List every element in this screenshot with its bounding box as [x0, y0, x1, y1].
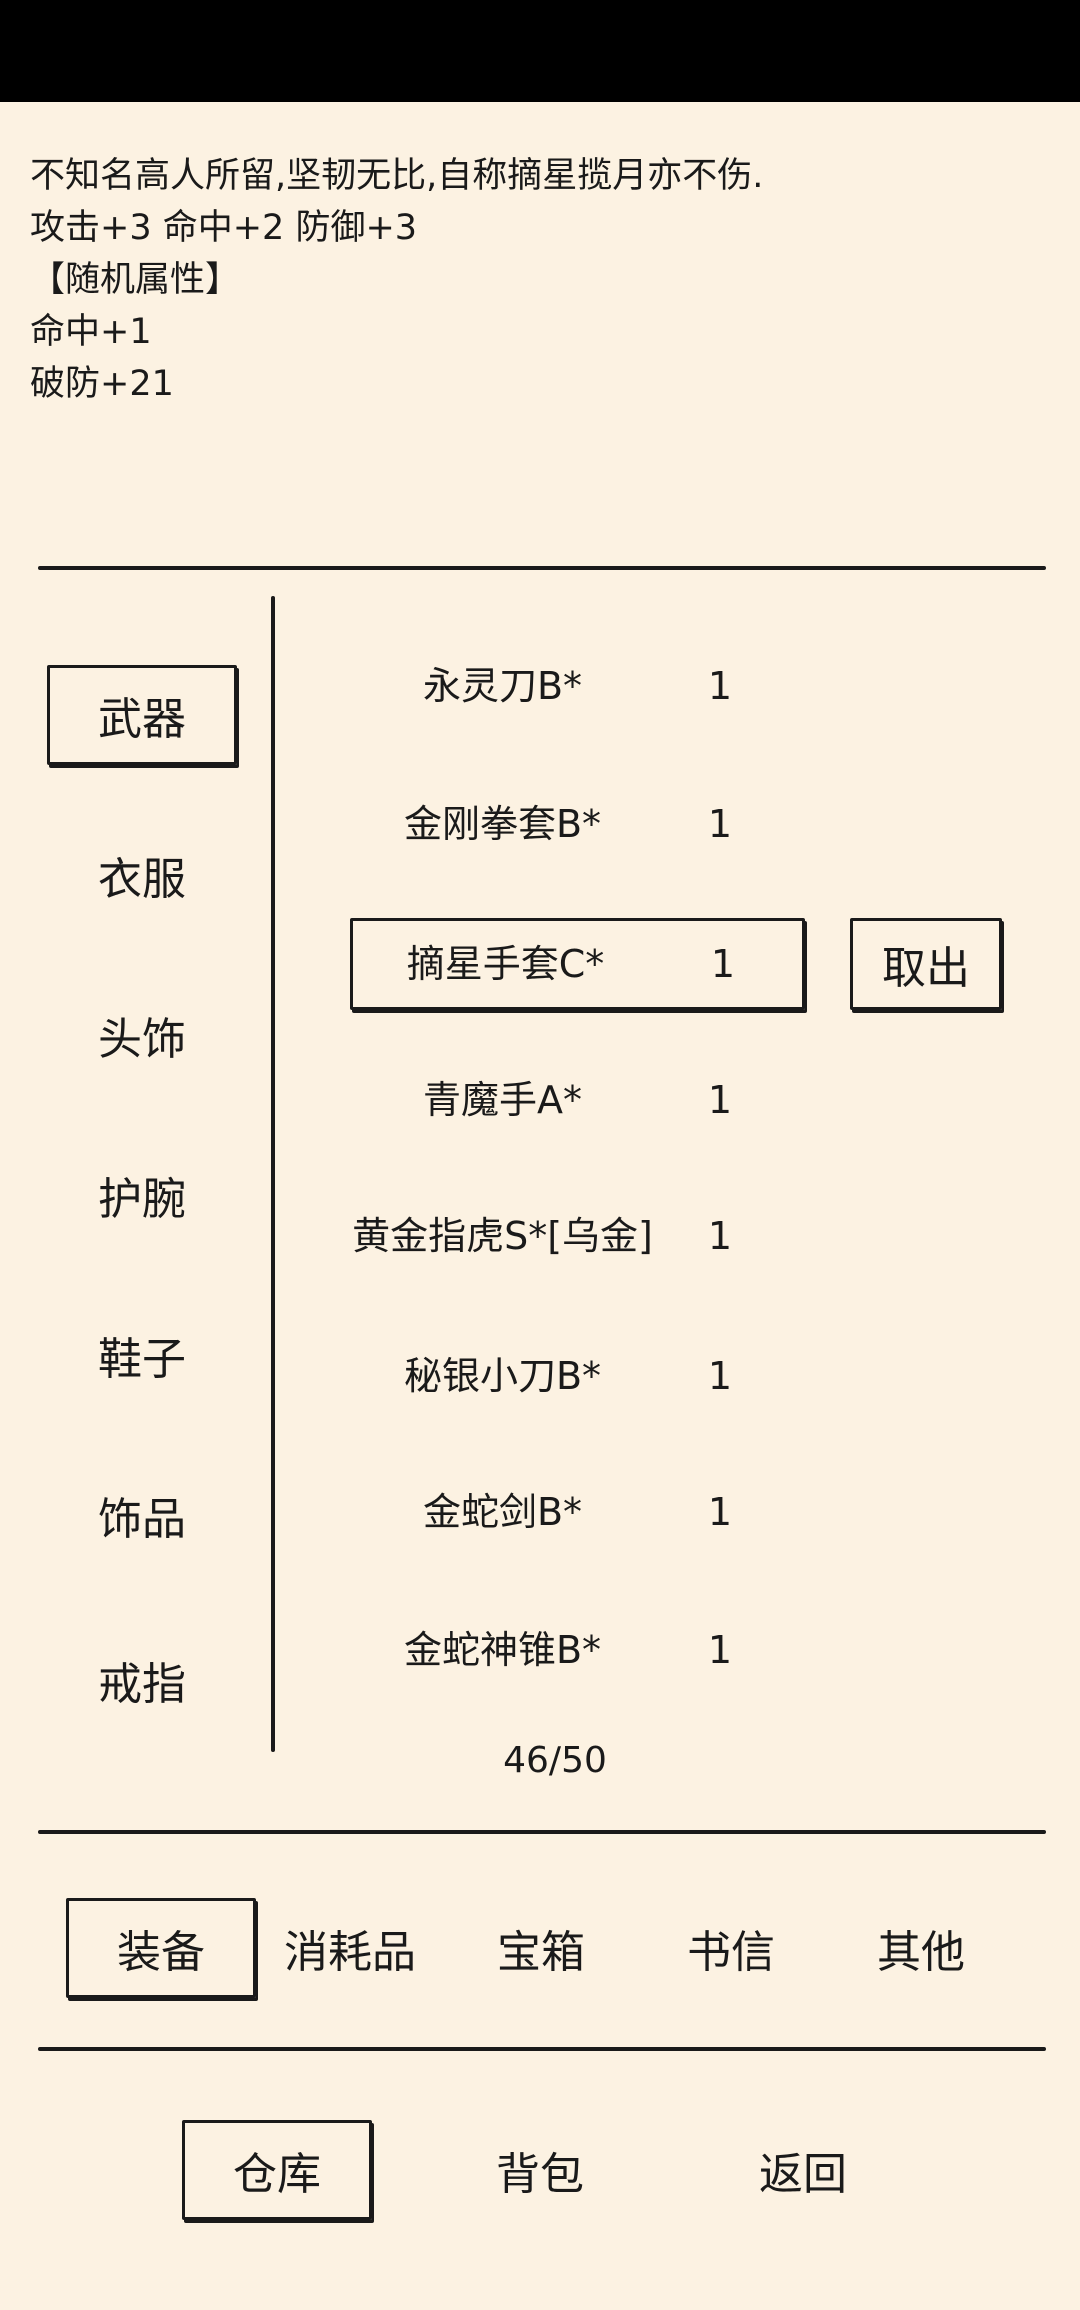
- description-line: 不知名高人所留,坚韧无比,自称摘星揽月亦不伤.: [30, 156, 764, 196]
- list-item[interactable]: 永灵刀B* 1: [350, 640, 805, 732]
- item-name: 秘银小刀B*: [403, 1354, 602, 1398]
- category-ring[interactable]: 戒指: [98, 1659, 186, 1710]
- item-name: 青魔手A*: [423, 1078, 582, 1122]
- list-item[interactable]: 金蛇神锥B* 1: [350, 1604, 805, 1696]
- item-quantity: 1: [707, 1214, 733, 1258]
- description-line: 命中+1: [30, 312, 152, 352]
- description-line: 【随机属性】: [30, 260, 241, 300]
- category-headwear[interactable]: 头饰: [98, 1014, 186, 1065]
- list-item[interactable]: 金刚拳套B* 1: [350, 778, 805, 870]
- item-quantity: 1: [707, 1078, 733, 1122]
- capacity-counter: 46/50: [503, 1740, 607, 1781]
- item-quantity: 1: [707, 1628, 733, 1672]
- list-item[interactable]: 金蛇剑B* 1: [350, 1466, 805, 1558]
- item-description: 不知名高人所留,坚韧无比,自称摘星揽月亦不伤. 攻击+3 命中+2 防御+3 【…: [30, 150, 763, 410]
- item-quantity: 1: [710, 942, 736, 986]
- list-item[interactable]: 秘银小刀B* 1: [350, 1330, 805, 1422]
- list-item[interactable]: 黄金指虎S*[乌金] 1: [350, 1176, 805, 1296]
- category-weapon[interactable]: 武器: [47, 665, 237, 765]
- description-line: 破防+21: [30, 364, 174, 404]
- category-shoes[interactable]: 鞋子: [98, 1334, 186, 1385]
- item-name: 摘星手套C*: [406, 942, 605, 986]
- divider-top: [38, 566, 1046, 570]
- tab-chests[interactable]: 宝箱: [497, 1927, 585, 1978]
- tab-consumables[interactable]: 消耗品: [284, 1927, 416, 1978]
- item-name: 金蛇神锥B*: [403, 1628, 602, 1672]
- tab-letters[interactable]: 书信: [687, 1927, 775, 1978]
- divider-middle: [38, 1830, 1046, 1834]
- tab-warehouse[interactable]: 仓库: [182, 2120, 372, 2220]
- category-bracer[interactable]: 护腕: [98, 1174, 186, 1225]
- back-button[interactable]: 返回: [759, 2149, 847, 2200]
- item-name: 金刚拳套B*: [403, 802, 602, 846]
- item-name: 黄金指虎S*[乌金]: [352, 1214, 653, 1258]
- list-item[interactable]: 青魔手A* 1: [350, 1054, 805, 1146]
- status-bar: [0, 0, 1080, 102]
- category-accessory[interactable]: 饰品: [98, 1494, 186, 1545]
- item-quantity: 1: [707, 1354, 733, 1398]
- item-name: 永灵刀B*: [422, 664, 583, 708]
- item-quantity: 1: [707, 1490, 733, 1534]
- item-name: 金蛇剑B*: [422, 1490, 583, 1534]
- tab-other[interactable]: 其他: [877, 1927, 965, 1978]
- divider-vertical: [271, 596, 275, 1752]
- take-out-button[interactable]: 取出: [850, 918, 1002, 1010]
- list-item-selected[interactable]: 摘星手套C* 1: [350, 918, 805, 1010]
- divider-bottom: [38, 2047, 1046, 2051]
- tab-backpack[interactable]: 背包: [496, 2149, 584, 2200]
- category-clothes[interactable]: 衣服: [98, 854, 186, 905]
- description-line: 攻击+3 命中+2 防御+3: [30, 208, 418, 248]
- tab-equipment[interactable]: 装备: [66, 1898, 256, 1998]
- item-quantity: 1: [707, 802, 733, 846]
- item-quantity: 1: [707, 664, 733, 708]
